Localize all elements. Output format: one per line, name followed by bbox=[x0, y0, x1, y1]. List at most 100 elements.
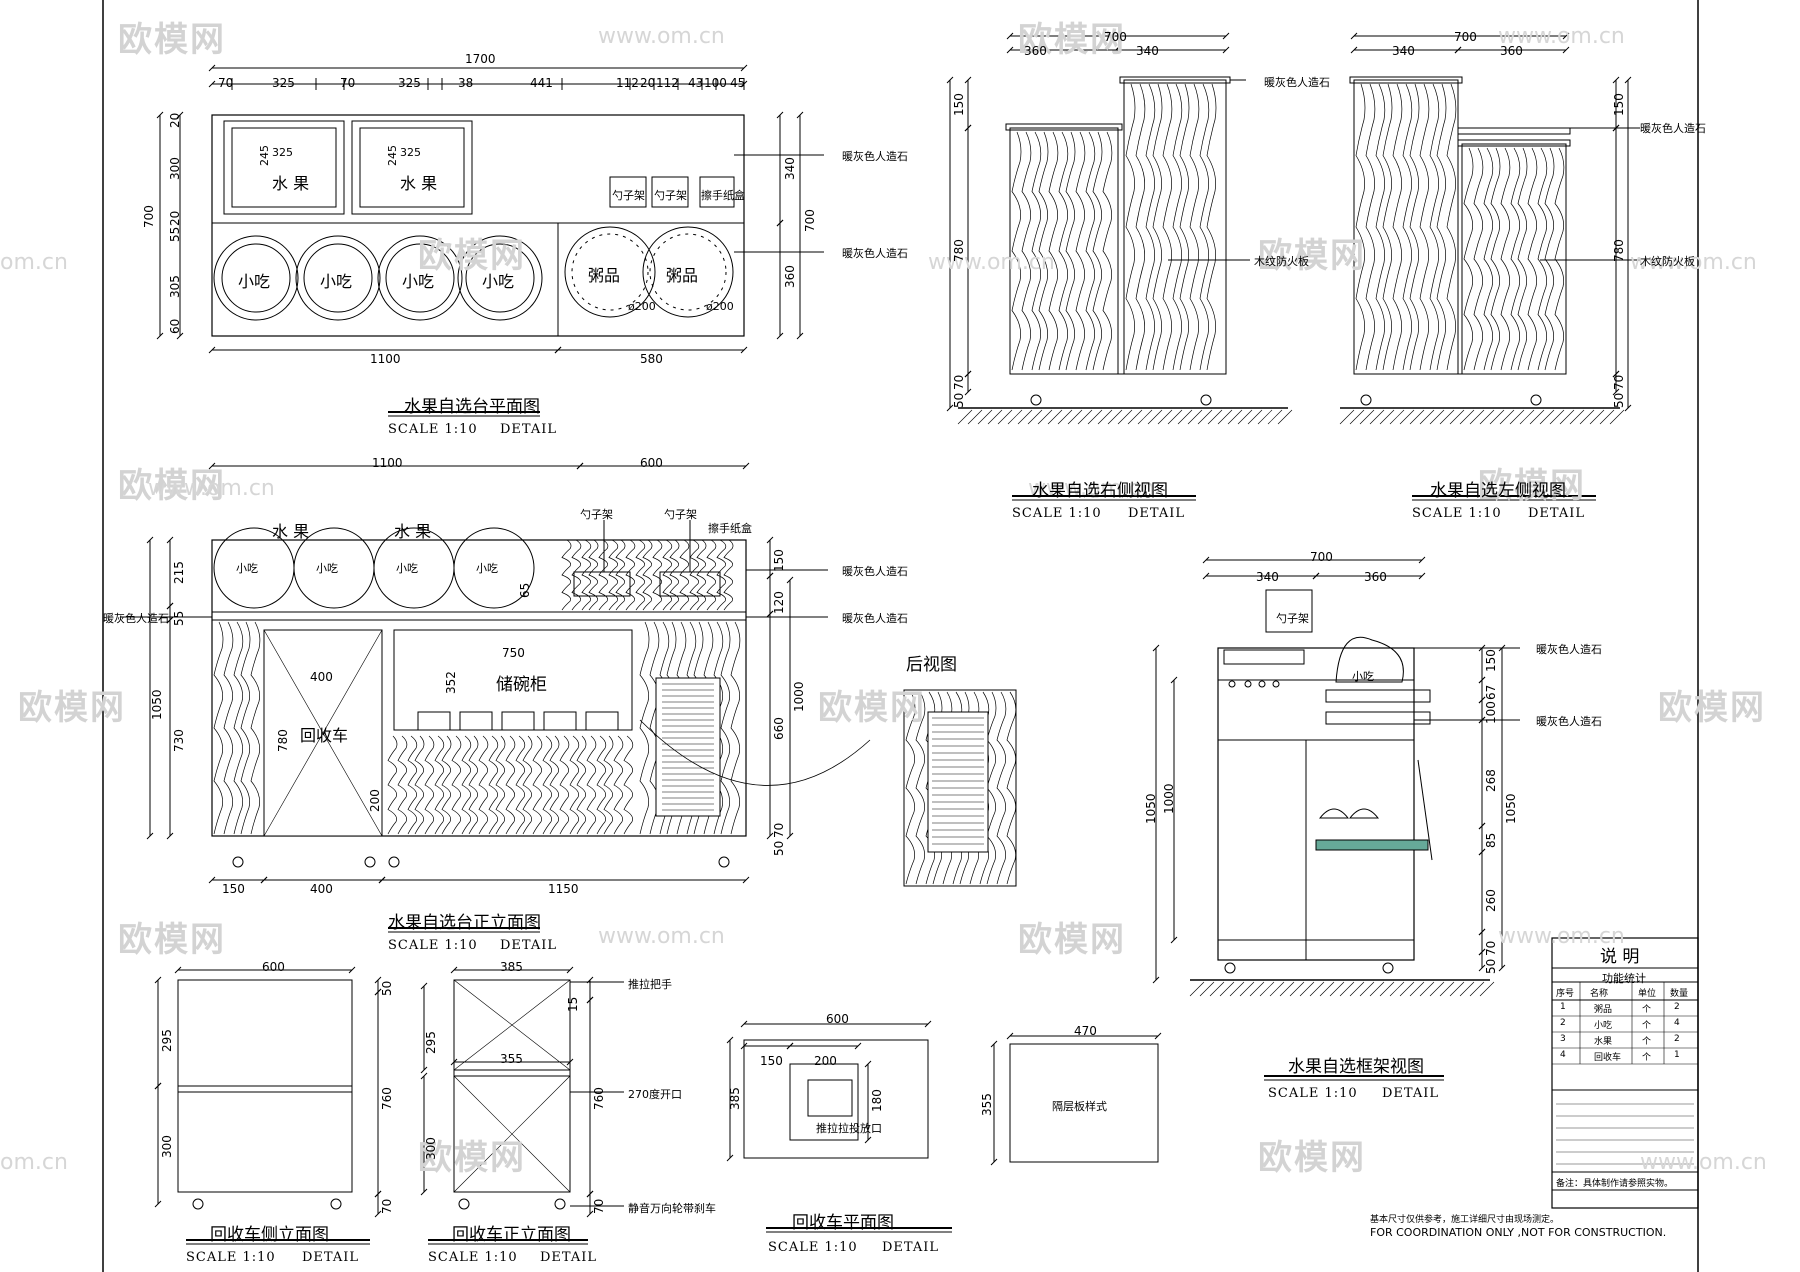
ground-hatch bbox=[1479, 409, 1495, 425]
wood-grain-line bbox=[414, 735, 425, 835]
dimension-tick bbox=[1350, 46, 1358, 54]
wood-grain-line bbox=[598, 539, 609, 611]
dimension-tick bbox=[166, 536, 174, 544]
dimension-tick bbox=[1152, 976, 1160, 984]
wood-grain-line bbox=[1058, 131, 1069, 371]
wood-grain-line bbox=[706, 539, 717, 611]
vent-panel bbox=[655, 677, 721, 817]
ground-hatch bbox=[1247, 409, 1263, 425]
porridge-pot-inner bbox=[649, 233, 727, 311]
dimension-tick bbox=[348, 966, 356, 974]
ground-hatch bbox=[1309, 981, 1325, 997]
dimension-tick bbox=[420, 982, 428, 990]
wood-grain-line bbox=[915, 691, 926, 885]
wood-grain-line bbox=[1162, 83, 1173, 371]
wood-grain-line bbox=[1419, 83, 1430, 371]
spoon-holder-frame bbox=[1265, 589, 1313, 633]
wood-grain-line bbox=[559, 735, 570, 835]
ground-hatch bbox=[1269, 981, 1285, 997]
dimension-tick bbox=[776, 111, 784, 119]
dimension-tick bbox=[420, 1066, 428, 1074]
ground-hatch bbox=[1379, 409, 1395, 425]
dimension-tick bbox=[420, 1188, 428, 1196]
wood-grain-line bbox=[1402, 83, 1413, 371]
fruit-bin-2 bbox=[351, 120, 473, 215]
ground-hatch bbox=[1419, 981, 1435, 997]
ground-hatch bbox=[1257, 409, 1273, 425]
caster-wheel-icon bbox=[1030, 394, 1042, 406]
ground-hatch bbox=[1579, 409, 1595, 425]
dimension-tick bbox=[1006, 1032, 1014, 1040]
bowl-side bbox=[1318, 808, 1350, 819]
wood-grain-line bbox=[1206, 83, 1217, 371]
wood-grain-line bbox=[996, 691, 1007, 885]
snack-bowl-outer bbox=[295, 235, 381, 321]
ground-hatch bbox=[1087, 409, 1103, 425]
wood-grain-line bbox=[1392, 83, 1403, 371]
cart-diagonal bbox=[453, 979, 571, 1071]
dimension-tick bbox=[1170, 676, 1178, 684]
cart-plan-opening bbox=[789, 1063, 859, 1141]
wood-grain-line bbox=[1382, 83, 1393, 371]
wood-grain-line bbox=[1038, 131, 1049, 371]
porridge-pot-inner bbox=[571, 233, 649, 311]
dimension-tick bbox=[740, 64, 748, 72]
ground-hatch bbox=[1459, 409, 1475, 425]
ground-hatch bbox=[1389, 409, 1405, 425]
dimension-tick bbox=[208, 80, 216, 88]
ground-hatch bbox=[1227, 409, 1243, 425]
ground-hatch bbox=[1057, 409, 1073, 425]
dimension-tick bbox=[450, 1058, 458, 1066]
snack-bowl-inner bbox=[303, 243, 373, 313]
ground-hatch bbox=[1007, 409, 1023, 425]
ground-hatch bbox=[1529, 409, 1545, 425]
wood-grain-line bbox=[1527, 147, 1538, 371]
porridge-pot-outer bbox=[642, 226, 734, 318]
ground-hatch bbox=[1097, 409, 1113, 425]
ground-hatch bbox=[1479, 981, 1495, 997]
caster-wheel-icon bbox=[232, 856, 244, 868]
ground-hatch bbox=[1279, 981, 1295, 997]
wood-grain-line bbox=[1102, 131, 1113, 371]
ground-hatch bbox=[1379, 981, 1395, 997]
wood-grain-line bbox=[387, 735, 398, 835]
dimension-tick bbox=[156, 111, 164, 119]
wood-grain-line bbox=[576, 735, 587, 835]
ground-hatch bbox=[1359, 409, 1375, 425]
snack-bowl-inner bbox=[221, 243, 291, 313]
ground-hatch bbox=[1017, 409, 1033, 425]
dimension-tick bbox=[964, 124, 972, 132]
wood-grain-line bbox=[1145, 83, 1156, 371]
countertop-high bbox=[1349, 76, 1463, 84]
dimension-tick bbox=[726, 1036, 734, 1044]
wood-grain-line bbox=[603, 735, 614, 835]
wood-grain-line bbox=[424, 735, 435, 835]
dimension-tick bbox=[208, 462, 216, 470]
bowl-side bbox=[1348, 808, 1380, 819]
wood-grain-line bbox=[522, 735, 533, 835]
dimension-tick bbox=[864, 1060, 872, 1068]
caster-wheel-icon bbox=[458, 1198, 470, 1210]
ground-hatch bbox=[1469, 409, 1485, 425]
ground-hatch bbox=[1037, 409, 1053, 425]
wood-grain-line bbox=[730, 621, 741, 835]
wood-grain-line bbox=[542, 735, 553, 835]
dimension-tick bbox=[554, 346, 562, 354]
cart-front-body bbox=[453, 979, 571, 1193]
dimension-tick bbox=[990, 1158, 998, 1166]
wood-grain-line bbox=[642, 539, 653, 611]
wood-grain-pattern bbox=[387, 735, 634, 835]
dimension-tick bbox=[990, 1040, 998, 1048]
dimension-tick bbox=[1418, 556, 1426, 564]
ground-hatch bbox=[1299, 981, 1315, 997]
wood-grain-line bbox=[1152, 83, 1163, 371]
ground-hatch bbox=[1339, 409, 1355, 425]
wood-grain-line bbox=[1075, 131, 1086, 371]
countertop-lip bbox=[1457, 127, 1571, 135]
right-side-high-body bbox=[1123, 79, 1227, 375]
wood-grain-line bbox=[397, 735, 408, 835]
dimension-tick bbox=[946, 76, 954, 84]
snack-bowl-front bbox=[453, 527, 535, 609]
dimension-tick bbox=[740, 1020, 748, 1028]
